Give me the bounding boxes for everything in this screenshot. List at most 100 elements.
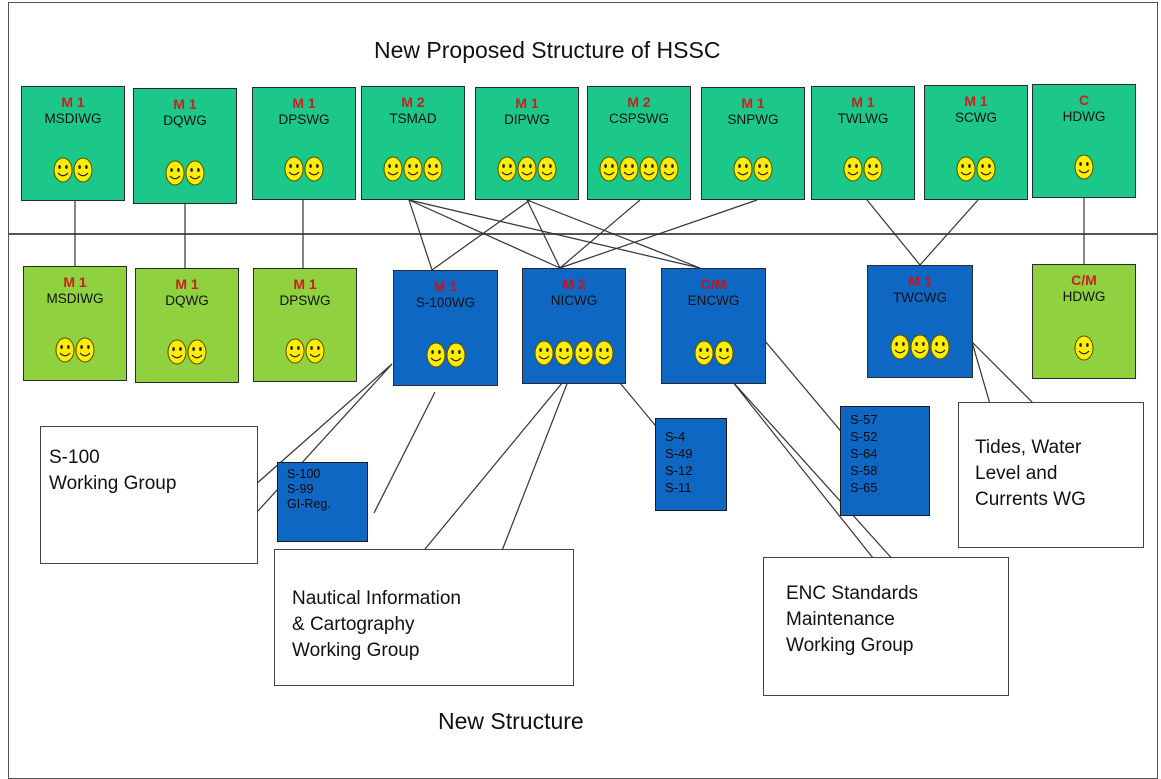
connector-line [408, 199, 433, 271]
standard-item: GI-Reg. [287, 497, 331, 511]
smiley-icon [383, 156, 403, 182]
new-structure-title: New Structure [438, 708, 584, 734]
group-code: M 1 [175, 276, 199, 292]
top-group-scwg[interactable]: M 1 SCWG [924, 85, 1028, 200]
member-icons [1033, 154, 1135, 180]
callout-pointer [764, 340, 851, 443]
group-code: M 1 [433, 278, 458, 294]
standard-item: S-100 [287, 467, 321, 481]
standard-item: S-49 [665, 446, 693, 461]
smiley-icon [863, 156, 883, 182]
smiley-icon [694, 340, 713, 366]
top-group-cspswg[interactable]: M 2 CSPSWG [587, 86, 691, 200]
connector-line [559, 199, 641, 269]
group-name: CSPSWG [608, 111, 669, 126]
callout-line: S-100 [49, 447, 100, 468]
group-code: C/M [1071, 272, 1097, 288]
smiley-icon [594, 340, 614, 366]
callout-enc-standards: ENC Standards Maintenance Working Group [763, 557, 1009, 696]
group-code: M 1 [293, 276, 317, 292]
smiley-icon [403, 156, 423, 182]
group-code: C/M [700, 276, 727, 292]
connector-line [408, 199, 701, 269]
member-icons [588, 156, 690, 182]
group-code: M 1 [63, 274, 87, 290]
standards-list-nicwg: S-4 S-49 S-12 S-11 [655, 418, 727, 511]
member-icons [868, 334, 972, 360]
smiley-icon [639, 156, 659, 182]
group-name: DQWG [163, 113, 207, 128]
group-code: C [1078, 92, 1090, 108]
member-icons [24, 337, 126, 363]
smiley-icon [659, 156, 679, 182]
smiley-icon [285, 338, 305, 364]
callout-line: ENC Standards [786, 583, 919, 604]
top-group-twlwg[interactable]: M 1 TWLWG [811, 86, 915, 200]
group-code: M 1 [515, 95, 539, 111]
group-name: HDWG [1062, 289, 1106, 304]
standard-item: S-65 [850, 480, 878, 495]
smiley-icon [1074, 154, 1094, 180]
callout-pointer [373, 391, 436, 514]
top-group-dqwg[interactable]: M 1 DQWG [133, 88, 237, 204]
group-code: M 1 [292, 95, 316, 111]
bottom-group-dqwg[interactable]: M 1 DQWG [135, 268, 239, 383]
standard-item: S-64 [850, 446, 878, 461]
smiley-icon [714, 340, 733, 366]
group-name: S-100WG [415, 295, 476, 310]
group-name: MSDIWG [46, 291, 104, 306]
group-name: SCWG [955, 110, 997, 125]
member-icons [523, 340, 625, 366]
top-group-dipwg[interactable]: M 1 DIPWG [475, 87, 579, 200]
group-name: SNPWG [727, 112, 779, 127]
top-group-hdwg[interactable]: C HDWG [1032, 84, 1136, 198]
smiley-icon [976, 156, 996, 182]
group-name: DQWG [165, 293, 209, 308]
group-name: NICWG [550, 293, 598, 308]
member-icons [1033, 335, 1135, 361]
bottom-group-s100wg[interactable]: M 1 S-100WG [393, 270, 498, 386]
smiley-icon [890, 334, 910, 360]
connector-line [526, 199, 701, 269]
top-group-msdiwg[interactable]: M 1 MSDIWG [21, 86, 125, 201]
callout-line: & Cartography [292, 614, 415, 635]
smiley-icon [497, 156, 517, 182]
group-name: MSDIWG [44, 111, 102, 126]
callout-line: Working Group [292, 640, 420, 661]
group-code: M 1 [173, 96, 197, 112]
callout-s100-working-group: S-100 Working Group [40, 426, 258, 564]
smiley-icon [599, 156, 619, 182]
connector-line [526, 199, 561, 269]
member-icons [22, 157, 124, 183]
callout-line: Working Group [786, 635, 914, 656]
bottom-group-msdiwg[interactable]: M 1 MSDIWG [23, 266, 127, 381]
bottom-group-hdwg[interactable]: C/M HDWG [1032, 264, 1136, 379]
callout-line: Level and [975, 463, 1058, 484]
group-code: M 2 [562, 276, 586, 292]
top-group-dpswg[interactable]: M 1 DPSWG [252, 87, 356, 200]
bottom-group-encwg[interactable]: C/M ENCWG [661, 268, 766, 384]
smiley-icon [304, 156, 324, 182]
member-icons [476, 156, 578, 182]
bottom-group-nicwg[interactable]: M 2 NICWG [522, 268, 626, 384]
smiley-icon [619, 156, 639, 182]
bottom-group-dpswg[interactable]: M 1 DPSWG [253, 268, 357, 382]
top-group-snpwg[interactable]: M 1 SNPWG [701, 87, 805, 200]
callout-line: Maintenance [786, 609, 895, 630]
callout-nautical-information: Nautical Information & Cartography Worki… [274, 549, 574, 686]
callout-tides-water-level: Tides, Water Level and Currents WG [958, 402, 1144, 548]
standard-item: S-11 [665, 480, 692, 495]
smiley-icon [537, 156, 557, 182]
member-icons [136, 339, 238, 365]
top-group-tsmad[interactable]: M 2 TSMAD [361, 86, 465, 200]
smiley-icon [75, 337, 95, 363]
smiley-icon [574, 340, 594, 366]
group-code: M 1 [741, 95, 765, 111]
group-name: DPSWG [279, 293, 331, 308]
smiley-icon [284, 156, 304, 182]
group-name: TWCWG [893, 290, 947, 305]
member-icons [925, 156, 1027, 182]
smiley-icon [956, 156, 976, 182]
bottom-group-twcwg[interactable]: M 1 TWCWG [867, 265, 973, 378]
smiley-icon [53, 157, 73, 183]
